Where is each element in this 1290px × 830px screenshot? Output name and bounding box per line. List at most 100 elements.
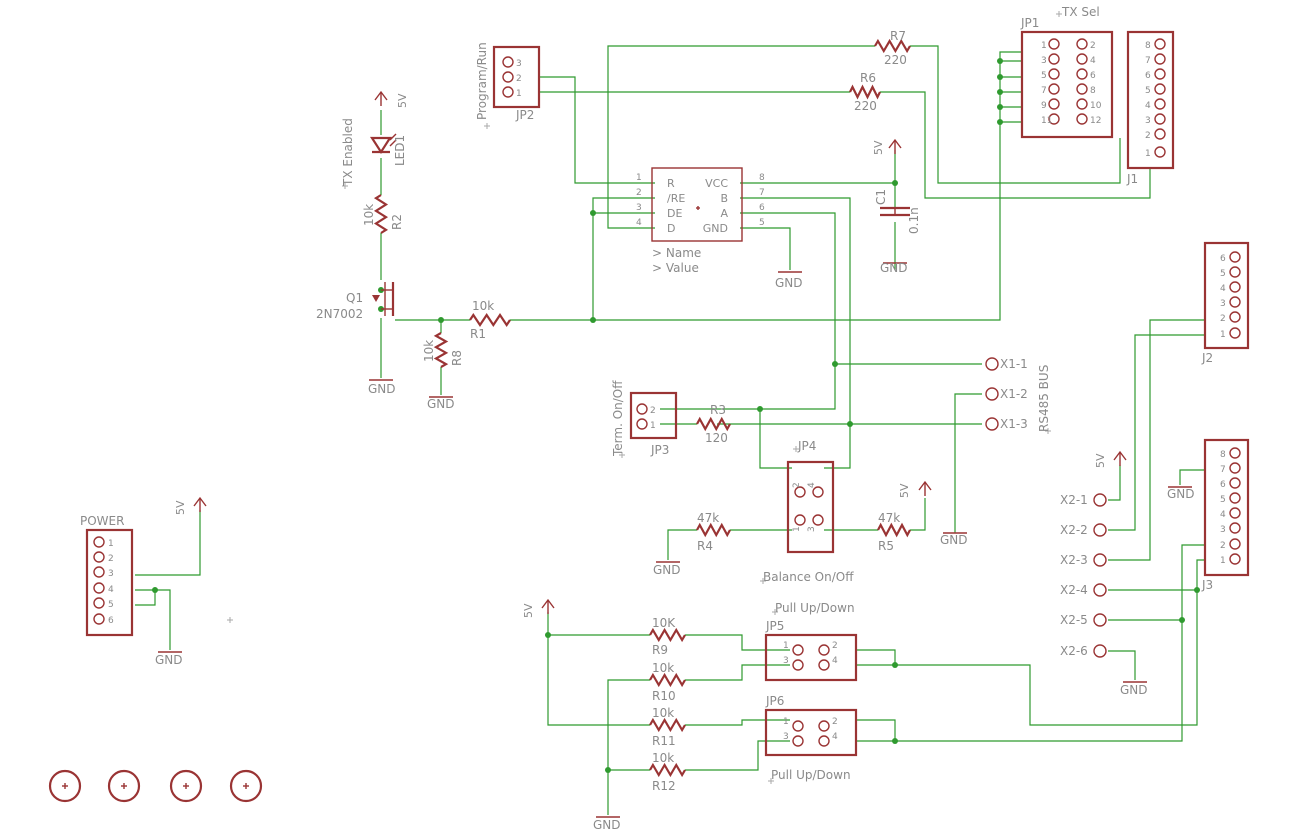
terminal-label: X2-6 (1060, 644, 1088, 658)
pin-number: 3 (783, 656, 789, 666)
jp3-label: JP3 (650, 443, 669, 457)
r8-label: R8 (450, 350, 464, 366)
pull-updown-label: Pull Up/Down (771, 768, 851, 782)
power-pin (93, 597, 105, 609)
pin-number: 1 (650, 421, 656, 431)
j2-pin (1229, 251, 1241, 263)
wire-a (740, 212, 836, 410)
j2-pin (1229, 327, 1241, 339)
junction-dot (1179, 617, 1185, 623)
pin-number: 1 (108, 539, 114, 549)
wire-r6-j1 (880, 91, 1151, 199)
junction-dot (997, 89, 1003, 95)
terminal-pad (985, 357, 999, 371)
pin-number: 3 (1220, 525, 1226, 535)
junction-dot (997, 58, 1003, 64)
pin-number: 6 (108, 616, 114, 626)
j1-label: J1 (1126, 172, 1138, 186)
junction-dot (152, 587, 158, 593)
rs485-bus-label: RS485 BUS (1037, 365, 1051, 432)
pin-pad (1048, 83, 1060, 95)
r11-label: R11 (652, 734, 676, 748)
resistor-r10 (649, 672, 686, 688)
terminal-pad (1093, 553, 1107, 567)
pin-number: 3 (1041, 56, 1047, 66)
pin-pad (1076, 83, 1088, 95)
jp2-label: JP2 (515, 108, 534, 122)
r6-value: 220 (854, 99, 877, 113)
program-run-label: Program/Run (475, 42, 489, 120)
terminal-pad (1093, 644, 1107, 658)
junction-dot (892, 180, 898, 186)
resistor-r12 (649, 762, 686, 778)
jp6-label: JP6 (765, 694, 784, 708)
junction-dot (590, 210, 596, 216)
terminal-pad (985, 417, 999, 431)
led1-icon (369, 136, 393, 155)
power-pin (93, 566, 105, 578)
ic-pin-name: DE (667, 207, 682, 220)
gnd-label: GND (368, 382, 396, 396)
pin-number: 1 (783, 641, 789, 651)
terminal-label: X2-5 (1060, 613, 1088, 627)
pin-number: 4 (807, 482, 817, 488)
wire-r9-jp5 (685, 634, 790, 651)
resistor-r5 (877, 522, 911, 538)
pin-number: 4 (108, 585, 114, 595)
junction-dot (997, 104, 1003, 110)
ic-pin-name: /RE (667, 192, 685, 205)
j3-pin (1229, 462, 1241, 474)
c1-value: 0.1n (907, 207, 921, 234)
wire-r10-gnd (607, 679, 650, 815)
pin-number: 4 (1220, 510, 1226, 520)
wire-r10-jp5 (685, 664, 790, 681)
r6-label: R6 (860, 71, 876, 85)
ic-pin-number: 6 (759, 203, 765, 213)
pin-pad (792, 659, 804, 671)
vcc-label: 5V (1094, 453, 1107, 468)
resistor-r7 (874, 38, 911, 54)
r3-label: R3 (710, 403, 726, 417)
ic-pin-name: VCC (705, 177, 728, 190)
pin-number: 6 (1090, 71, 1096, 81)
pin-number: 7 (1145, 56, 1151, 66)
j3-pin (1229, 553, 1241, 565)
terminal-label: X2-1 (1060, 493, 1088, 507)
pin-pad (1048, 53, 1060, 65)
pin-number: 11 (1041, 116, 1052, 126)
terminal-pad (1093, 583, 1107, 597)
pin-number: 2 (1090, 41, 1096, 51)
pin-number: 8 (1090, 86, 1096, 96)
pin-pad (1076, 68, 1088, 80)
gnd-label: GND (653, 563, 681, 577)
jp2-pin (502, 71, 514, 83)
r1-label: R1 (470, 327, 486, 341)
jp2-pin (502, 86, 514, 98)
pin-number: 2 (1220, 314, 1226, 324)
vcc-label: 5V (174, 500, 187, 515)
jp2-pin (502, 56, 514, 68)
pin-number: 8 (1145, 41, 1151, 51)
wire-jp5-x24 (895, 590, 1198, 726)
pin-pad (794, 514, 806, 526)
resistor-r6 (849, 84, 881, 100)
pin-number: 5 (1145, 86, 1151, 96)
header-jp2 (492, 45, 541, 109)
junction-dot (590, 317, 596, 323)
ic-pin-number: 1 (636, 173, 642, 183)
j3-label: J3 (1201, 578, 1213, 592)
power-label: POWER (80, 514, 124, 528)
pin-number: 1 (783, 717, 789, 727)
wire-jp5-right (857, 649, 896, 666)
pin-number: 5 (1220, 495, 1226, 505)
j3-pin (1229, 447, 1241, 459)
resistor-r8 (433, 332, 449, 368)
ic-pin-number: 8 (759, 173, 765, 183)
wire-x2-1 (1108, 465, 1121, 501)
r11-value: 10k (652, 706, 674, 720)
pin-pad (794, 486, 806, 498)
q1-label: Q1 (346, 291, 363, 305)
tx-sel-label: TX Sel (1061, 5, 1100, 19)
balance-onoff-label: Balance On/Off (763, 570, 854, 584)
